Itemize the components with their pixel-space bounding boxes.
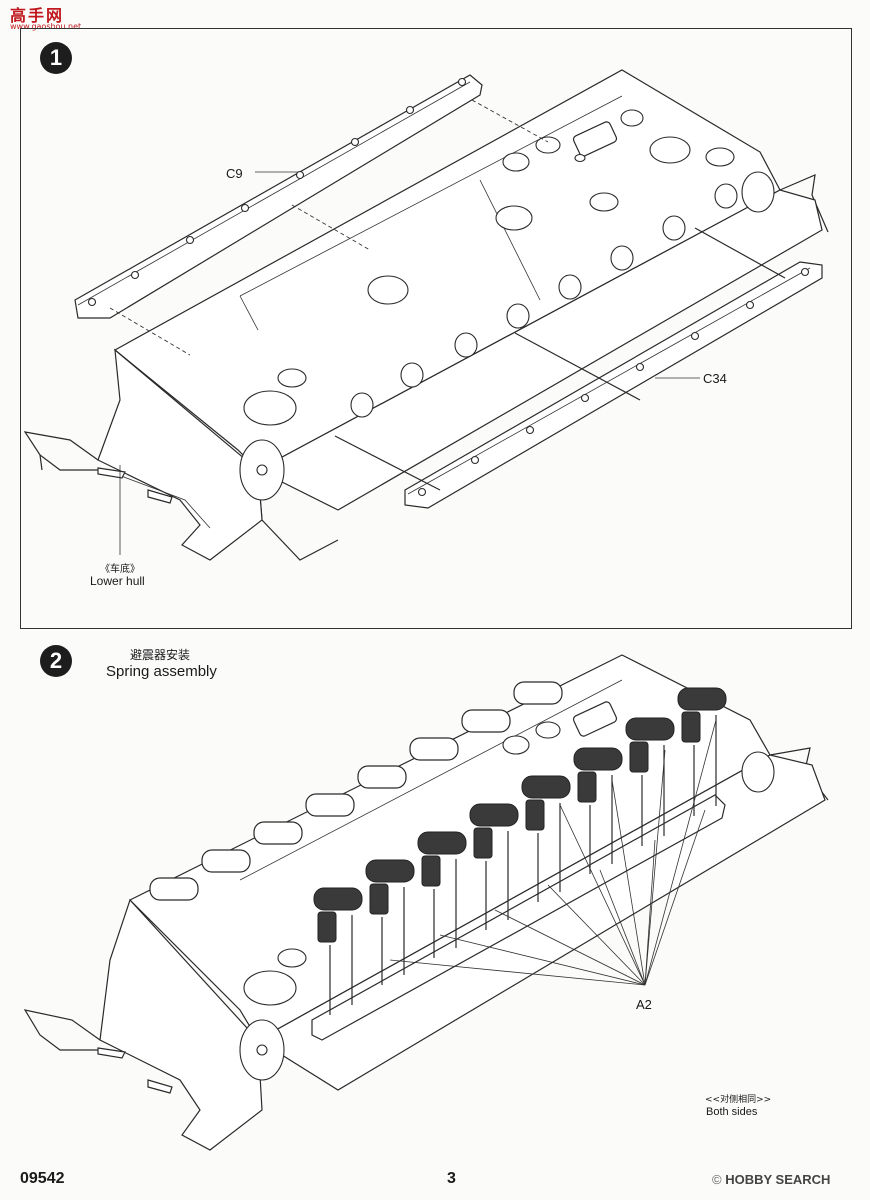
suspension-bosses-1 xyxy=(350,183,738,418)
product-code: 09542 xyxy=(20,1170,65,1187)
step-2-title-zh: 避震器安装 xyxy=(130,648,191,662)
step-2-title-en: Spring assembly xyxy=(106,663,217,680)
step-2-badge: 2 xyxy=(40,645,72,677)
lower-hull-drawing-2 xyxy=(23,654,829,1151)
step-1-panel xyxy=(20,28,852,629)
site-logo-url: www.gaoshou.net xyxy=(10,22,82,31)
far-side-springs xyxy=(149,681,563,901)
site-logo-text: 高手网 xyxy=(10,6,65,25)
part-c34-rail xyxy=(404,261,823,509)
part-label-a2: A2 xyxy=(636,997,652,1012)
part-c9-rail xyxy=(74,74,483,319)
page-number: 3 xyxy=(447,1170,456,1187)
site-logo: 高手网 www.gaoshou.net xyxy=(2,2,81,32)
lower-hull-label-en: Lower hull xyxy=(90,574,145,588)
both-sides-label-zh: <<对侧相同>> xyxy=(705,1095,772,1105)
part-label-c9: C9 xyxy=(226,166,243,181)
part-label-c34: C34 xyxy=(703,371,727,386)
watermark-copyright: © xyxy=(712,1172,722,1187)
step-1-badge: 1 xyxy=(40,42,72,74)
both-sides-label-en: Both sides xyxy=(706,1106,758,1118)
spring-rail xyxy=(311,794,726,1041)
watermark-brand: © HOBBY SEARCH xyxy=(712,1172,830,1187)
part-a2-leaders xyxy=(389,719,717,986)
watermark-brand-name: HOBBY SEARCH xyxy=(725,1172,831,1187)
lower-hull-drawing-1 xyxy=(23,69,829,561)
lower-hull-label-zh: 《车底》 xyxy=(100,564,140,575)
